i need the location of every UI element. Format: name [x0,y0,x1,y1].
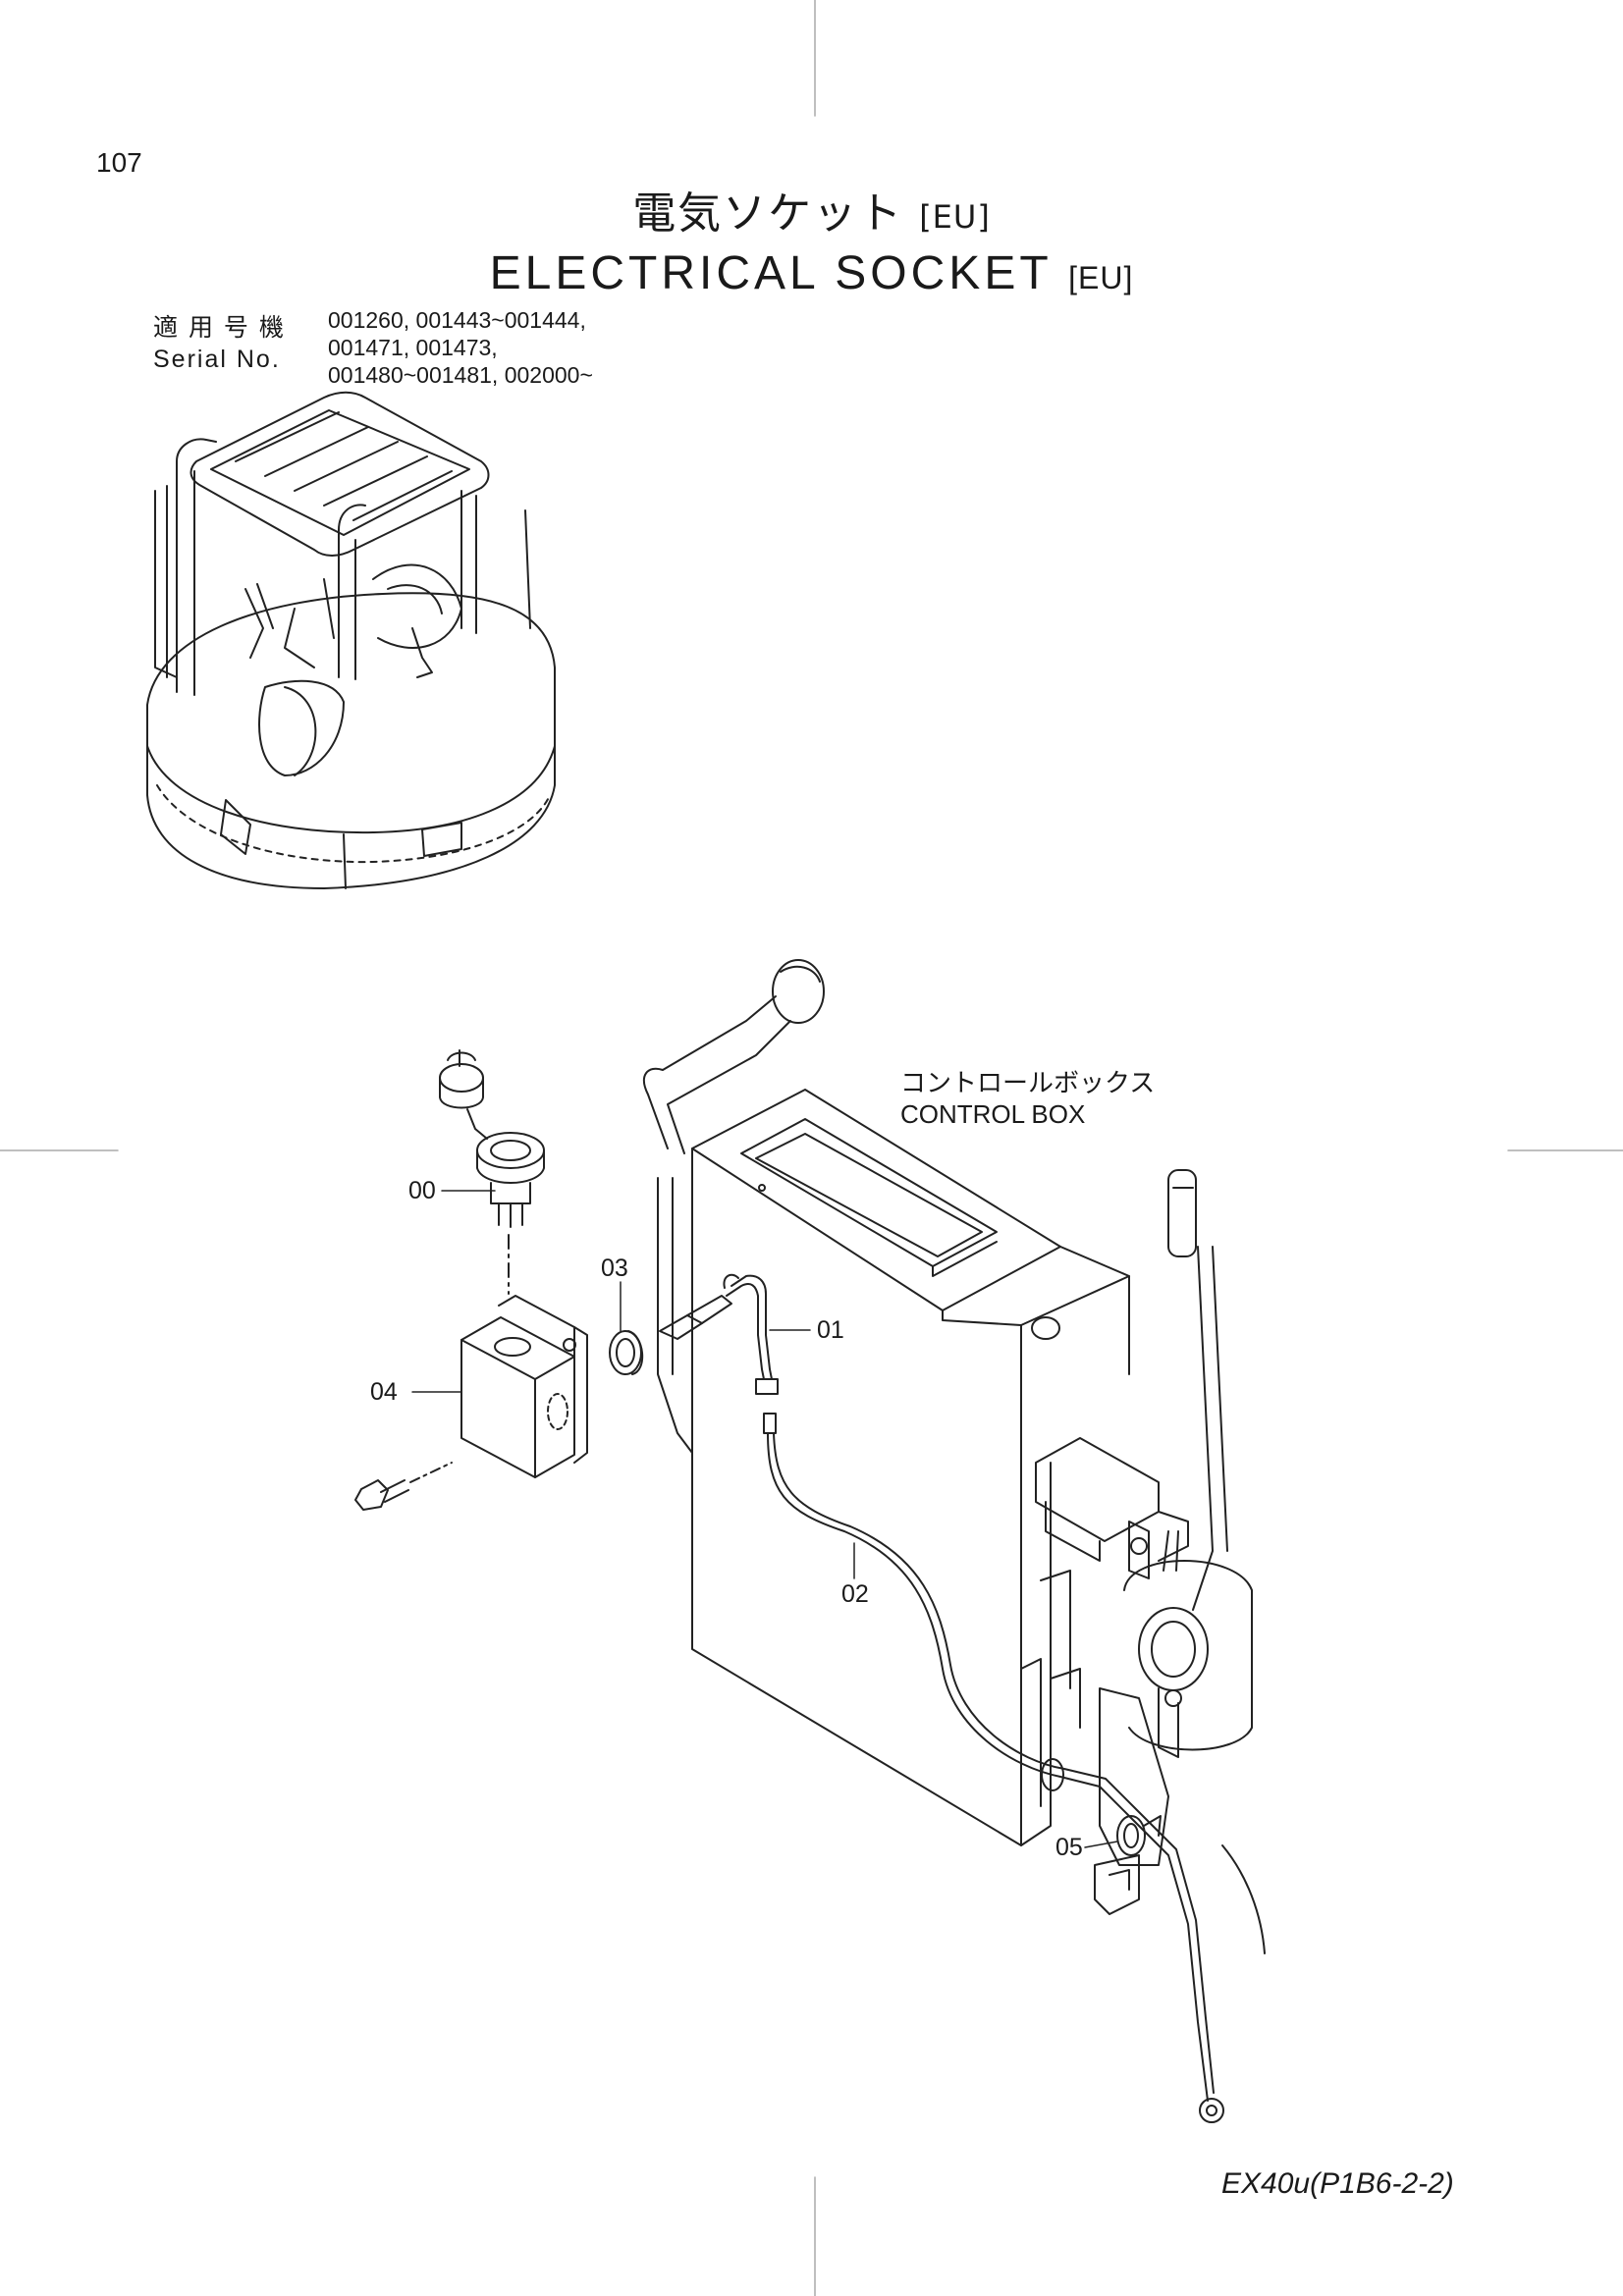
title-block: 電気ソケット [EU] ELECTRICAL SOCKET [EU] [0,187,1623,307]
harness-lead [763,1413,1266,2123]
serial-line-3: 001480~001481, 002000~ [328,362,593,388]
serial-values: 001260, 001443~001444, 001471, 001473, 0… [328,306,593,389]
serial-label-en: Serial No. [153,346,281,373]
control-box-label-jp: コントロールボックス [900,1068,1156,1097]
serial-labels: 適 用 号 機 Serial No. [153,312,286,375]
callout-01: 01 [817,1316,844,1344]
bracket [460,1295,588,1478]
callout-02: 02 [841,1580,869,1608]
machine-overview [146,391,556,889]
callout-00: 00 [408,1177,436,1204]
leader-lines [411,1190,1118,1848]
serial-line-2: 001471, 001473, [328,335,498,360]
harness [659,1273,779,1395]
title-japanese: 電気ソケット [EU] [0,187,1623,244]
callout-05: 05 [1055,1834,1083,1861]
title-tag-jp: [EU] [919,198,991,236]
control-box-label: コントロールボックス CONTROL BOX [900,1067,1155,1130]
serial-label-jp: 適 用 号 機 [153,314,286,342]
control-box [643,959,1253,1915]
title-japanese-text: 電気ソケット [632,188,904,239]
clip [1041,1758,1162,1856]
title-english-text: ELECTRICAL SOCKET [489,247,1052,299]
page-number: 107 [96,147,142,178]
callout-03: 03 [601,1255,628,1282]
electrical-socket [439,1049,545,1228]
callout-04: 04 [370,1378,398,1406]
footer-code: EX40u(P1B6-2-2) [1221,2167,1454,2200]
serial-line-1: 001260, 001443~001444, [328,307,586,333]
title-tag-en: [EU] [1068,260,1134,295]
title-english: ELECTRICAL SOCKET [EU] [0,244,1623,307]
grommet [609,1330,644,1375]
control-box-label-en: CONTROL BOX [900,1099,1086,1129]
bolt [354,1462,453,1511]
